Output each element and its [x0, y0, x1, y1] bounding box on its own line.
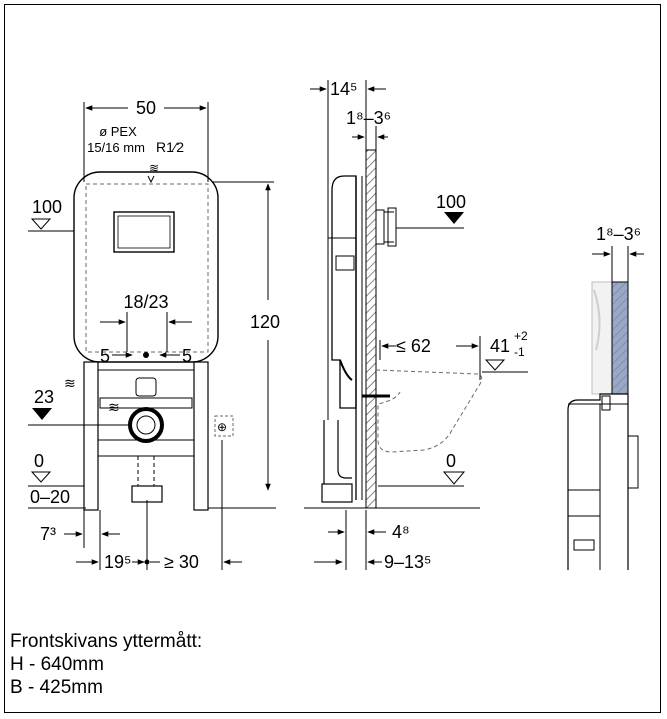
- flush-actuator-inner: [117, 215, 171, 249]
- level-0-marker: [30, 471, 52, 483]
- dim-41-label: 41: [490, 336, 510, 356]
- detail-clip: [601, 395, 611, 411]
- side-level-100-marker: [444, 212, 464, 224]
- dim-7-3-label: 7³: [40, 524, 56, 544]
- power-plug-icon: ⊕: [217, 420, 227, 434]
- dim-ge-30-label: ≥ 30: [164, 552, 199, 572]
- thread-label: R1⁄2: [156, 139, 184, 155]
- dim-9-13-5-label: 9–13⁵: [384, 552, 432, 572]
- detail-view: 1⁸–3⁶: [567, 224, 644, 570]
- detail-wall-cutaway: [591, 281, 613, 395]
- detail-dim-1-8-3-6-label: 1⁸–3⁶: [596, 224, 641, 244]
- actuator-side-button: [387, 207, 397, 247]
- pex-label: ø PEX: [99, 124, 137, 139]
- power-box-outline: [214, 415, 234, 437]
- detail-cutaway-curve: [593, 289, 601, 351]
- water-left-icon: ≋: [64, 375, 76, 391]
- caption-width: B - 425mm: [10, 677, 103, 698]
- dim-14-5-label: 14⁵: [330, 79, 357, 99]
- front-plate-outline: [73, 171, 219, 363]
- dim-le-62-label: ≤ 62: [396, 336, 431, 356]
- drain-pipe-ring: [128, 407, 164, 443]
- waste-pipe-side-end: [321, 483, 353, 503]
- water-valve: [135, 377, 157, 397]
- dim-41-tol-minus: -1: [514, 345, 525, 359]
- inlet-arrow-icon: [147, 175, 155, 184]
- detail-frame-outline: [567, 393, 629, 570]
- side-view: 14⁵ 1⁸–3⁶ 100 ≤ 62: [304, 79, 528, 572]
- actuator-side: [375, 209, 385, 245]
- caption-height: H - 640mm: [10, 654, 104, 675]
- offset-left-label: 5: [100, 346, 110, 366]
- detail-front-panel-hatch: [612, 282, 628, 394]
- flush-pipe-side: [339, 359, 353, 381]
- frame-leg-left: [83, 361, 99, 511]
- center-point: [143, 352, 149, 358]
- front-view: 50 ø PEX 15/16 mm R1⁄2 ≋ 100 120 18/23 5: [28, 98, 280, 572]
- dim-4-8-label: 4⁸: [392, 522, 410, 542]
- detail-frame-bracket: [573, 539, 595, 551]
- waste-pipe-side: [337, 420, 352, 479]
- caption-title: Frontskivans yttermått:: [10, 631, 203, 652]
- side-level-100-label: 100: [436, 192, 466, 212]
- range-0-20-label: 0–20: [30, 487, 70, 507]
- detail-actuator: [627, 435, 639, 489]
- height-label: 120: [250, 312, 280, 332]
- water-inlet-icon: ≋: [149, 161, 159, 175]
- cistern-side-outline: [331, 175, 357, 409]
- water-drain-icon: ≋: [108, 399, 120, 415]
- pex-size-label: 15/16 mm: [87, 140, 145, 155]
- dim-41-tol-plus: +2: [514, 329, 528, 343]
- side-level-0-marker: [442, 471, 466, 485]
- level-100-label: 100: [32, 197, 62, 217]
- level-23-label: 23: [34, 387, 54, 407]
- side-bracket: [335, 255, 355, 271]
- toilet-bowl-outline: [375, 369, 483, 453]
- dim-19-5-label: 19⁵: [104, 552, 131, 572]
- dim-1-8-3-6-label: 1⁸–3⁶: [346, 108, 391, 128]
- drain-pipe-inner: [136, 415, 156, 435]
- level-0-label: 0: [34, 451, 44, 471]
- side-level-0-label: 0: [446, 451, 456, 471]
- frame-leg-right: [193, 361, 209, 511]
- spacing-label: 18/23: [123, 292, 168, 312]
- offset-right-label: 5: [182, 346, 192, 366]
- cistern-outline: [85, 183, 209, 353]
- level-23-marker: [32, 408, 52, 420]
- wall-panel: [365, 149, 377, 509]
- level-100-marker: [30, 218, 52, 230]
- flush-actuator: [113, 211, 175, 253]
- caption: Frontskivans yttermått: H - 640mm B - 42…: [10, 630, 202, 699]
- dim-41-marker: [484, 359, 506, 371]
- waste-pipe-end: [131, 485, 163, 503]
- width-label: 50: [136, 98, 156, 118]
- drawing-frame: [4, 4, 661, 713]
